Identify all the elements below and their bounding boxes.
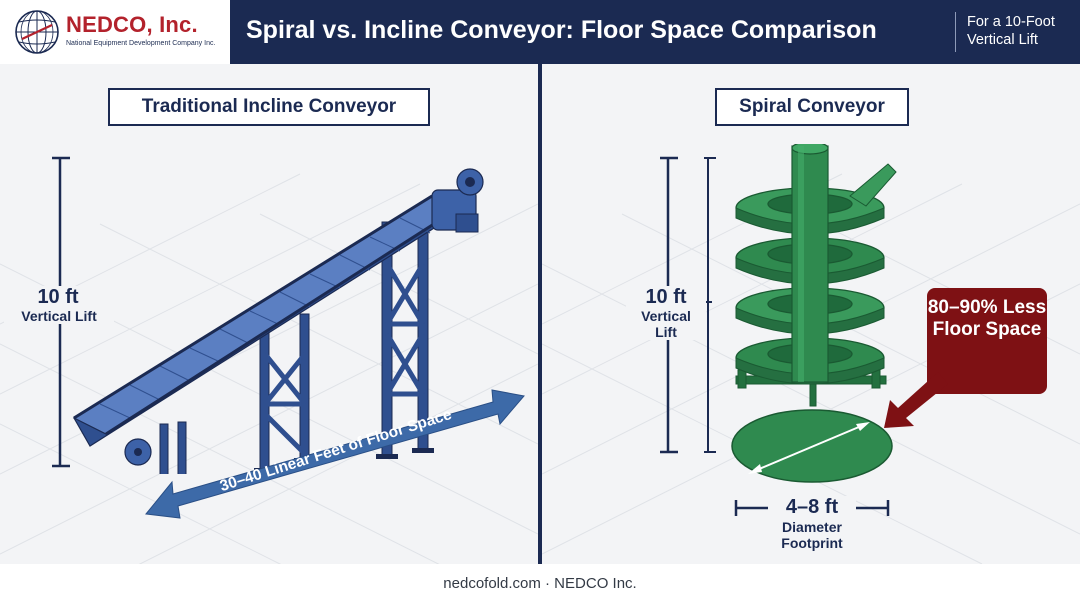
footer-text: nedcofold.com · NEDCO Inc. [443,575,637,592]
diameter-value: 4–8 ft [768,496,856,519]
footer: nedcofold.com · NEDCO Inc. [0,564,1080,603]
header-divider [955,12,956,52]
diameter-label-line1: Diameter [782,519,842,535]
spiral-lift-value: 10 ft [626,286,706,309]
incline-lift-value: 10 ft [10,286,106,309]
floor-space-arrow [145,389,525,519]
savings-callout: 80–90% Less Floor Space [927,288,1047,394]
spiral-panel: Spiral Conveyor 10 ft Vertical Lift [542,64,1080,564]
logo: NEDCO, Inc. National Equipment Developme… [0,0,230,64]
page-title: Spiral vs. Incline Conveyor: Floor Space… [246,16,877,44]
spiral-lift-label-line2: Lift [626,324,706,340]
incline-panel: Traditional Incline Conveyor 10 ft Verti… [0,64,538,564]
spiral-lift-label-line1: Vertical [626,308,706,324]
header-note: For a 10-Foot Vertical Lift [967,14,1055,48]
logo-subtitle: National Equipment Development Company I… [66,40,216,47]
globe-logo-icon [15,10,59,54]
center-divider [538,64,542,564]
incline-label: Traditional Incline Conveyor [108,88,430,126]
footprint-disc [731,409,893,483]
spiral-conveyor-illustration [735,144,897,407]
spiral-label: Spiral Conveyor [715,88,909,126]
incline-conveyor-illustration [72,168,484,474]
logo-name: NEDCO, Inc. [66,12,198,37]
diameter-label-line2: Footprint [781,535,843,551]
incline-lift-label: Vertical Lift [4,308,114,324]
header-bar: Spiral vs. Incline Conveyor: Floor Space… [230,0,1080,64]
pointer-arrow-icon [884,372,948,428]
